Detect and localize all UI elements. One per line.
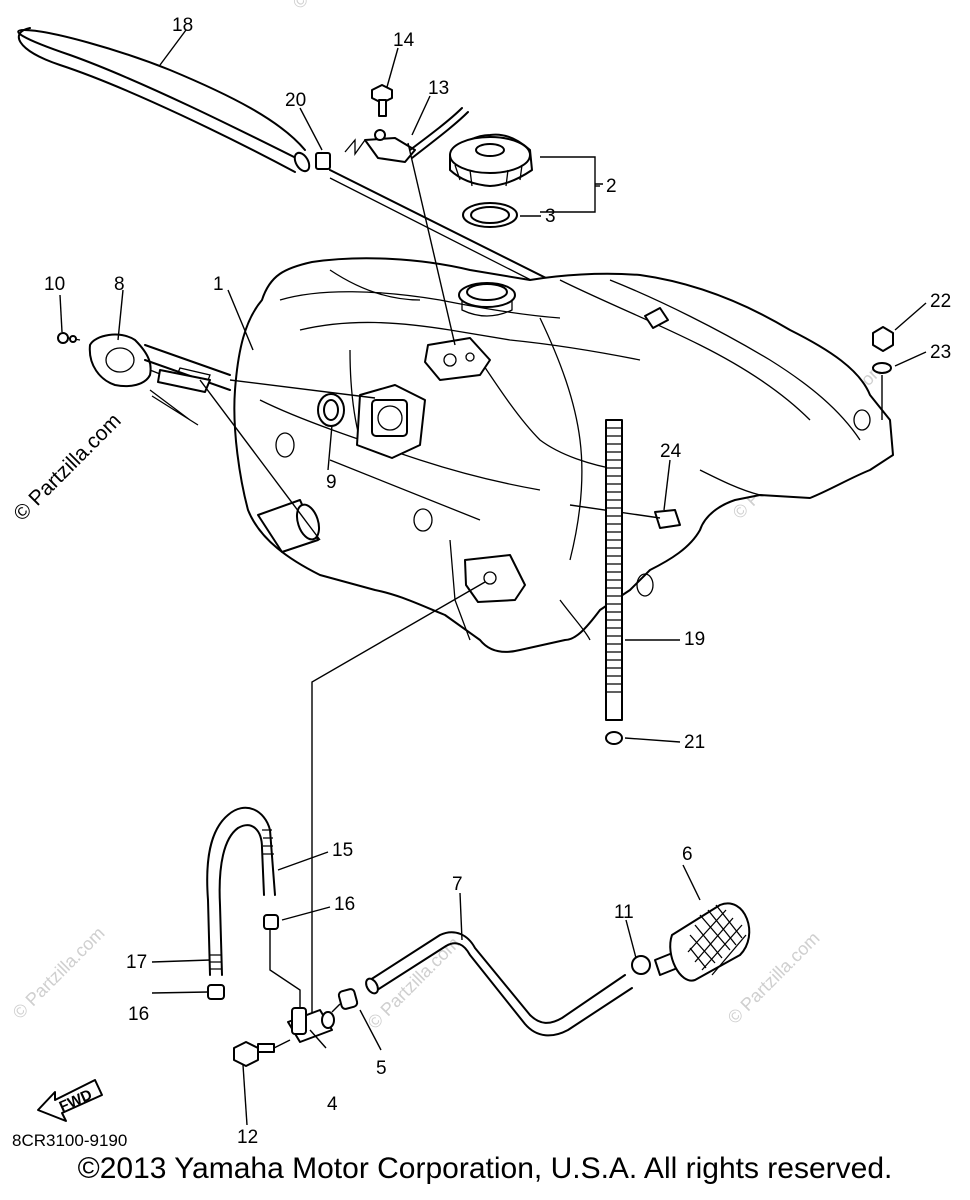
- fuel-pipe-7: [365, 931, 633, 1037]
- callout-4: 4: [327, 1094, 338, 1115]
- collar-5: [337, 988, 359, 1010]
- callouts: 1 2 3 4 5 6 7 8 9 10 11 12 13 14 15 16 1…: [44, 15, 951, 1148]
- callout-3: 3: [545, 206, 556, 227]
- fwd-label: FWD: [57, 1086, 95, 1115]
- callout-24: 24: [660, 441, 682, 462]
- forward-arrow-icon: FWD: [37, 1079, 103, 1122]
- part-code: 8CR3100-9190: [12, 1131, 127, 1150]
- callout-19: 19: [684, 629, 705, 650]
- washer-23: [872, 362, 892, 374]
- callout-5: 5: [376, 1058, 387, 1079]
- callout-15: 15: [332, 840, 353, 861]
- callout-22: 22: [930, 291, 951, 312]
- fuel-sender-8: [88, 333, 231, 426]
- callout-8: 8: [114, 274, 125, 295]
- gasket-3: [462, 202, 518, 228]
- hose-clip-20: [315, 152, 331, 170]
- callout-12: 12: [237, 1127, 258, 1148]
- watermark: © Partzilla.com: [9, 923, 109, 1023]
- cap-21: [605, 731, 623, 745]
- callout-1: 1: [213, 274, 224, 295]
- callout-11: 11: [614, 902, 634, 923]
- breather-fitting-13: [344, 107, 469, 163]
- watermark: © Partzilla.com: [289, 0, 389, 13]
- watermark: © Partzilla.com: [364, 933, 464, 1033]
- callout-20: 20: [285, 90, 306, 111]
- callout-9: 9: [326, 472, 337, 493]
- corrugated-hose-19: [605, 419, 623, 721]
- hose-clamp-11: [631, 955, 651, 975]
- o-ring-9: [317, 393, 345, 427]
- fuel-cap-2: [449, 133, 533, 187]
- callout-10: 10: [44, 274, 65, 295]
- fuel-cock-4: [287, 1007, 335, 1043]
- callout-6: 6: [682, 844, 693, 865]
- copyright-notice: ©2013 Yamaha Motor Corporation, U.S.A. A…: [77, 1152, 893, 1185]
- callout-7: 7: [452, 874, 463, 895]
- callout-16b: 16: [128, 1004, 149, 1025]
- fuel-hose-17: [206, 806, 276, 976]
- clamp-24: [654, 509, 681, 529]
- callout-21: 21: [684, 732, 705, 753]
- breather-hose-18: [17, 27, 311, 173]
- bolt-12: [233, 1041, 275, 1067]
- callout-13: 13: [428, 78, 449, 99]
- callout-14: 14: [393, 30, 415, 51]
- callout-16a: 16: [334, 894, 355, 915]
- bolt-14: [371, 84, 393, 117]
- callout-23: 23: [930, 342, 951, 363]
- callout-2: 2: [606, 176, 617, 197]
- watermark-main: © Partzilla.com: [9, 409, 125, 525]
- hose-clamp-16a: [263, 914, 279, 930]
- fuel-tank-1: [233, 257, 894, 653]
- fuel-filter-6: [654, 902, 751, 982]
- hose-clamp-16b: [207, 984, 225, 1000]
- callout-18: 18: [172, 15, 193, 36]
- leader-lines: [59, 29, 927, 1126]
- nut-22: [872, 326, 894, 352]
- bolt-10: [57, 332, 81, 344]
- callout-17: 17: [126, 952, 147, 973]
